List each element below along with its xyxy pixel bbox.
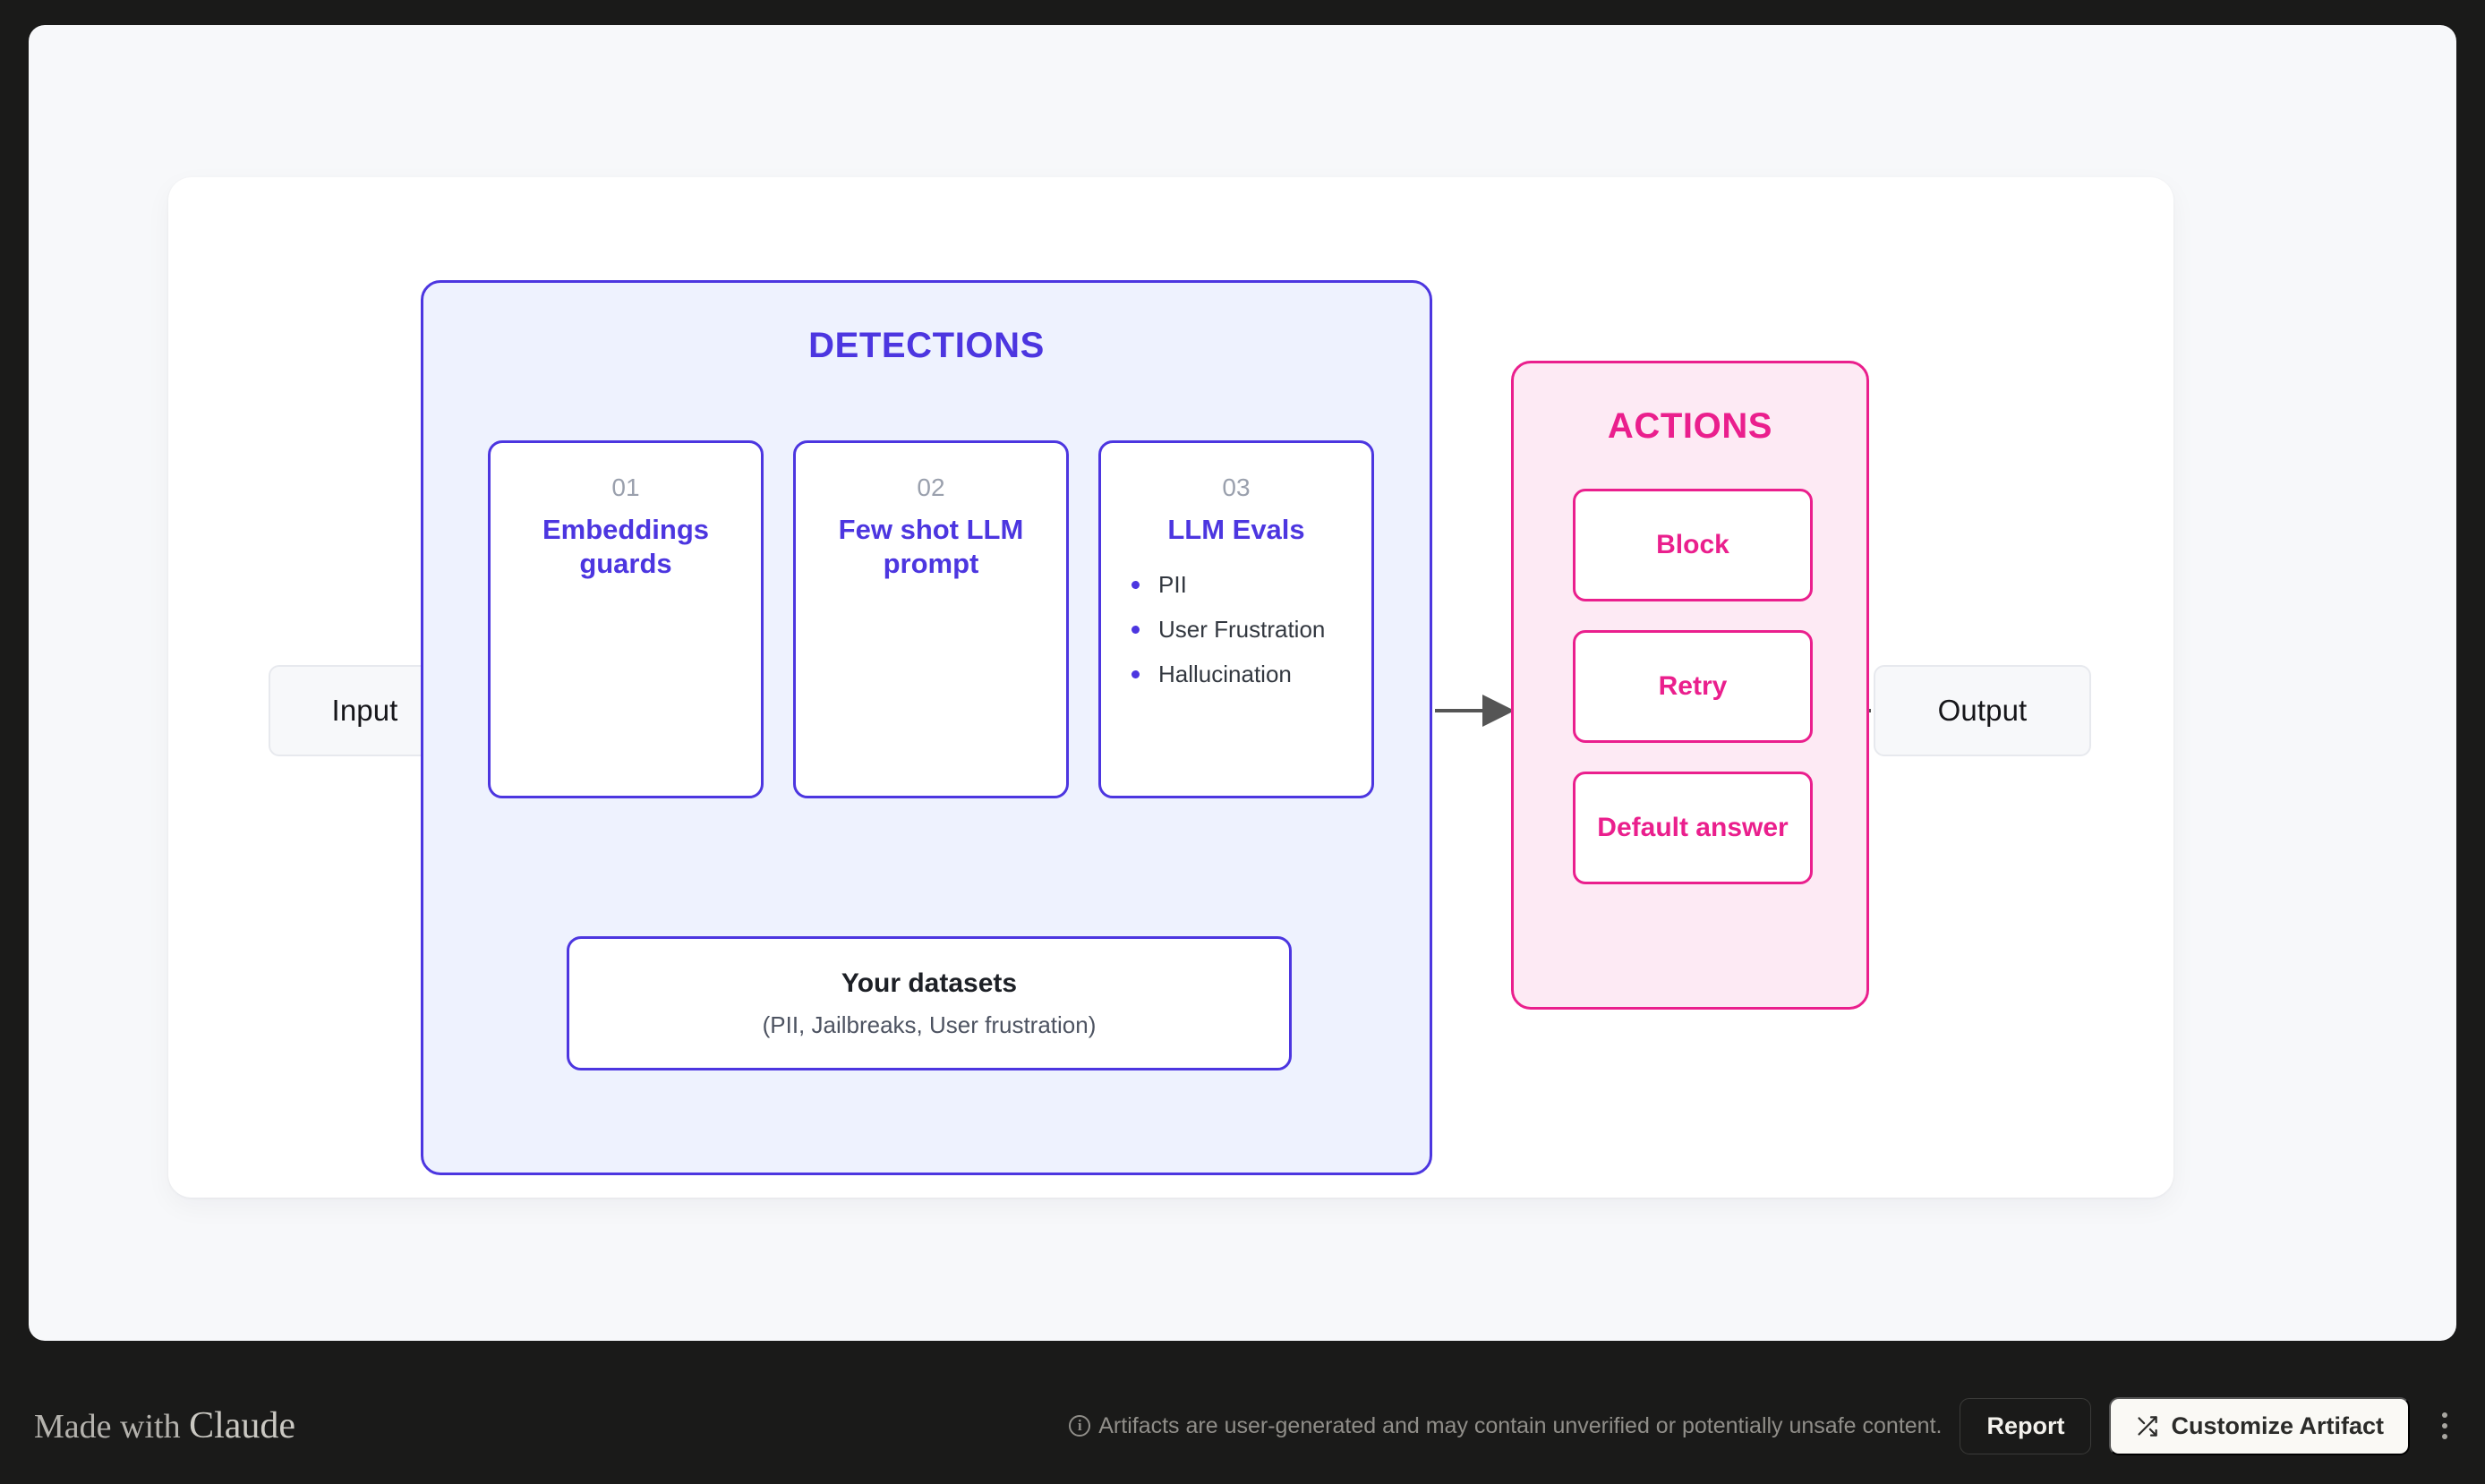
info-icon: i [1069, 1415, 1091, 1437]
report-button[interactable]: Report [1960, 1397, 2092, 1454]
disclaimer-text: Artifacts are user-generated and may con… [1098, 1412, 1943, 1438]
detection-item: Hallucination [1131, 660, 1355, 689]
footer-actions: i Artifacts are user-generated and may c… [1069, 1396, 2462, 1455]
artifact-footer: Made with Claude i Artifacts are user-ge… [0, 1368, 2485, 1484]
detection-name: Embeddings guards [542, 514, 709, 579]
customize-artifact-label: Customize Artifact [2171, 1412, 2384, 1439]
actions-panel: ACTIONS Block Retry Default answer [1511, 361, 1869, 1010]
action-cards: Block Retry Default answer [1573, 489, 1813, 884]
customize-artifact-button[interactable]: Customize Artifact [2109, 1396, 2410, 1455]
detection-item: User Frustration [1131, 615, 1355, 644]
artifact-disclaimer: i Artifacts are user-generated and may c… [1069, 1413, 1942, 1439]
made-with-prefix: Made with [34, 1408, 190, 1446]
detection-name: LLM Evals [1167, 514, 1305, 545]
guardrails-flow-diagram: Input DETECTIONS 01 Embeddings guards 02… [168, 177, 2173, 1198]
detection-item-list: PII User Frustration Hallucination [1117, 570, 1355, 690]
detection-cards: 01 Embeddings guards 02 Few shot LLM pro… [488, 440, 1374, 798]
output-node: Output [1874, 665, 2091, 756]
shuffle-icon [2138, 1415, 2158, 1437]
action-card[interactable]: Retry [1573, 630, 1813, 743]
detections-title: DETECTIONS [808, 326, 1045, 365]
your-datasets-node[interactable]: Your datasets (PII, Jailbreaks, User fru… [567, 936, 1292, 1070]
claude-brand: Claude [189, 1405, 296, 1446]
datasets-title: Your datasets [841, 968, 1018, 998]
artifact-canvas: Input DETECTIONS 01 Embeddings guards 02… [29, 25, 2456, 1341]
kebab-menu-icon[interactable] [2428, 1400, 2462, 1452]
detection-card[interactable]: 01 Embeddings guards [488, 440, 764, 798]
kebab-dot [2442, 1423, 2447, 1429]
detections-panel: DETECTIONS 01 Embeddings guards 02 Few s… [421, 280, 1432, 1175]
kebab-dot [2442, 1412, 2447, 1418]
detection-item: PII [1131, 570, 1355, 600]
detection-number: 03 [1222, 473, 1251, 501]
detection-number: 02 [917, 473, 945, 501]
action-card[interactable]: Default answer [1573, 772, 1813, 884]
actions-title: ACTIONS [1607, 406, 1773, 446]
datasets-subtitle: (PII, Jailbreaks, User frustration) [762, 1011, 1097, 1038]
diagram-card: Input DETECTIONS 01 Embeddings guards 02… [168, 177, 2173, 1198]
detection-number: 01 [611, 473, 640, 501]
detection-card[interactable]: 03 LLM Evals PII User Frustration Halluc… [1098, 440, 1374, 798]
detection-name: Few shot LLM prompt [838, 514, 1024, 579]
kebab-dot [2442, 1434, 2447, 1439]
detection-card[interactable]: 02 Few shot LLM prompt [793, 440, 1069, 798]
made-with-claude: Made with Claude [34, 1404, 295, 1447]
action-card[interactable]: Block [1573, 489, 1813, 601]
